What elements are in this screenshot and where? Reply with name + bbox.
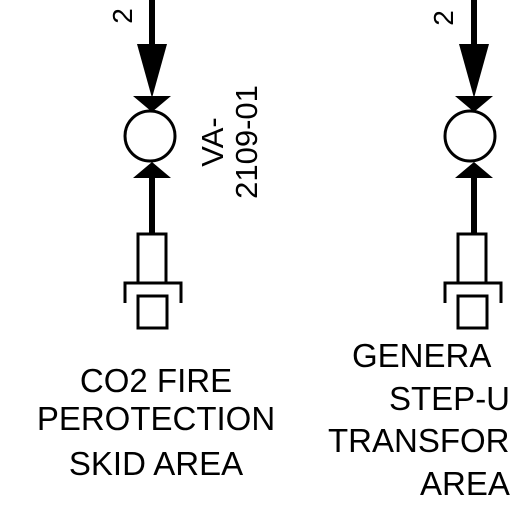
left-nozzle-icon (136, 294, 169, 330)
left-valve-top-icon (133, 96, 171, 112)
left-branch: 2 VA- 2109-01 CO2 FIRE PEROTECTION SKID … (37, 0, 275, 482)
left-flow-arrow-icon (137, 44, 167, 98)
right-valve-body-icon (443, 109, 497, 163)
right-valve-bottom-icon (455, 162, 493, 178)
left-pipe-number: 2 (107, 8, 138, 24)
left-valve-bottom-icon (133, 162, 171, 178)
right-area-label-line2: STEP-U (389, 380, 510, 417)
right-valve-top-icon (455, 96, 493, 112)
right-branch: 2 GENERA STEP-U TRANSFOR AREA (328, 0, 510, 502)
left-area-label-line3: SKID AREA (69, 445, 243, 482)
left-nozzle-bracket-icon (123, 281, 183, 303)
left-area-label-line1: CO2 FIRE (80, 362, 232, 399)
right-fitting-body-icon (456, 232, 488, 285)
right-area-label-line3: TRANSFOR (328, 422, 510, 459)
right-nozzle-icon (456, 294, 489, 330)
right-area-label-line1: GENERA (352, 337, 491, 374)
left-valve-tag-line1: VA- (195, 117, 230, 166)
right-flow-arrow-icon (459, 44, 489, 98)
left-area-label-line2: PEROTECTION (37, 400, 275, 437)
right-area-label-line4: AREA (420, 465, 510, 502)
right-nozzle-bracket-icon (443, 281, 503, 303)
left-valve-tag-line2: 2109-01 (229, 85, 264, 199)
left-valve-body-icon (123, 109, 177, 163)
left-fitting-body-icon (136, 232, 168, 285)
right-pipe-number: 2 (428, 10, 459, 26)
